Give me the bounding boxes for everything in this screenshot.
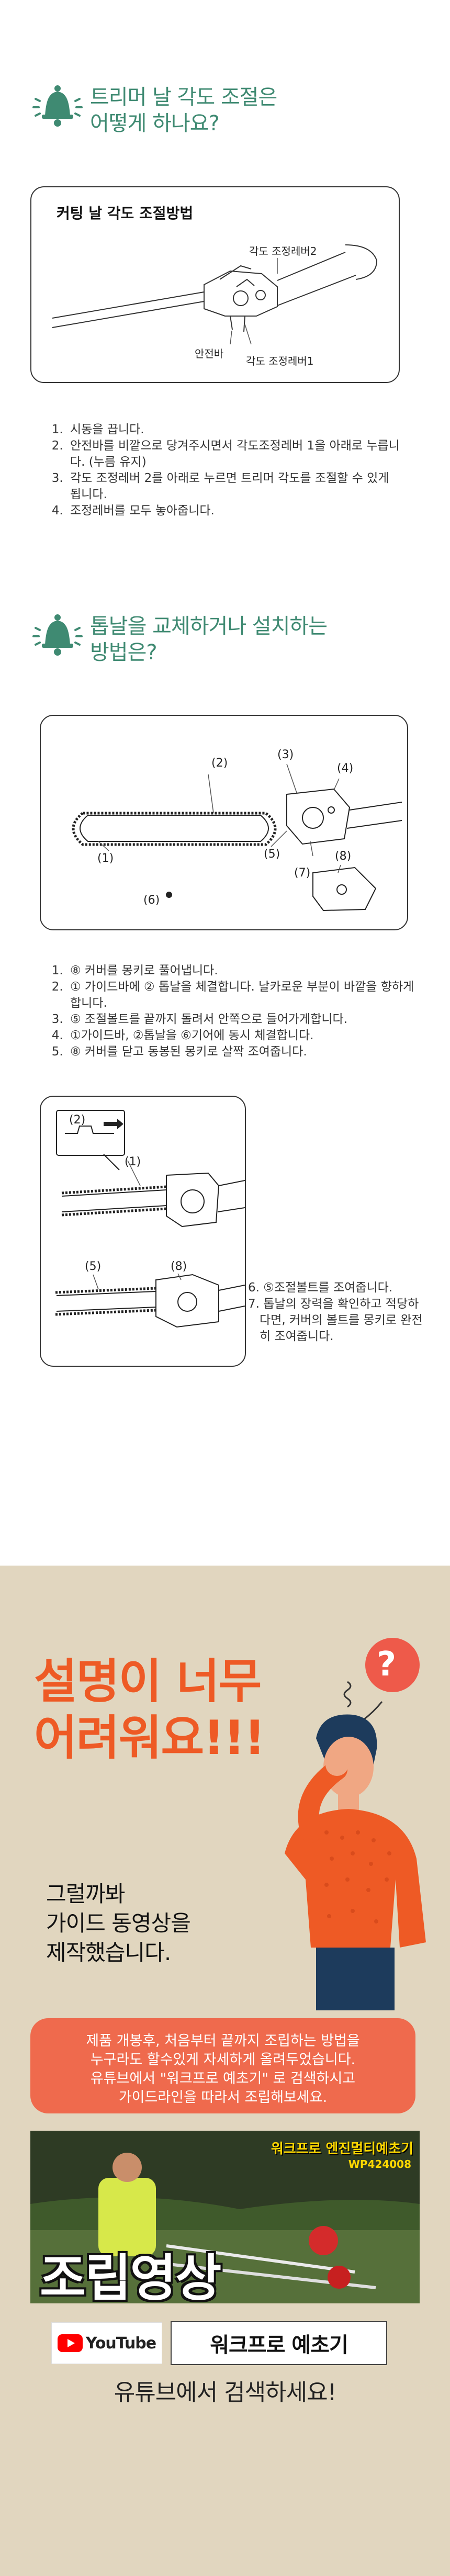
label-adjust-bolt: (5): [264, 848, 280, 861]
label-angle-lever-1: 각도 조정레버1: [246, 355, 314, 367]
step-item: 조정레버를 모두 놓아줍니다.: [67, 503, 402, 519]
label-safety-bar: 안전바: [195, 347, 224, 360]
promo-title-line2: 어려워요!!!: [34, 1711, 265, 1765]
chain-install-illustration: [72, 763, 402, 912]
video-brand-label: 워크프로 엔진멀티예초기: [271, 2141, 413, 2157]
section2-title: 톱날을 교체하거나 설치하는 방법은?: [90, 613, 328, 666]
chain-tension-diagram-box: (2) (1) (5) (8): [40, 1096, 246, 1367]
step-item: ⑧ 커버를 몽키로 풀어냅니다.: [67, 963, 423, 979]
youtube-play-icon: [57, 2334, 83, 2352]
label-chain: (2): [211, 757, 228, 770]
section1-title-line1: 트리머 날 각도 조절은: [90, 85, 277, 109]
step-item: ⑤ 조절볼트를 끝까지 돌려서 안쪽으로 들어가게합니다.: [67, 1011, 423, 1028]
angle-adjust-illustration: [52, 244, 378, 345]
label-part-3: (3): [277, 748, 294, 761]
promo-sub-line2: 가이드 동영상을: [46, 1910, 191, 1936]
notice-line: 유튜브에서 "워크프로 예초기" 로 검색하시고: [90, 2071, 356, 2087]
promo-title-line1: 설명이 너무: [34, 1654, 262, 1709]
label-guide-bar: (1): [125, 1155, 141, 1168]
angle-adjust-box-title: 커팅 날 각도 조절방법: [57, 205, 194, 222]
angle-adjust-diagram-box: 커팅 날 각도 조절방법 각도 조정레버2 안전바 각도 조정레버1: [30, 186, 400, 383]
step-item: 시동을 끕니다.: [67, 422, 402, 438]
bell-icon: [32, 85, 83, 127]
chain-install-diagram-box: (2) (3) (4) (5) (1) (7) (8) (6): [40, 715, 408, 930]
section2-steps-b: 6. ⑤조절볼트를 조여줍니다. 7. 톱날의 장력을 확인하고 적당하다면, …: [248, 1280, 426, 1345]
notice-line: 가이드라인을 따라서 조립해보세요.: [118, 2089, 328, 2106]
promo-notice-box: 제품 개봉후, 처음부터 끝까지 조립하는 방법을 누구라도 할수있게 자세하게…: [30, 2018, 415, 2113]
youtube-logo-text: YouTube: [85, 2334, 156, 2353]
step-item: 7. 톱날의 장력을 확인하고 적당하다면, 커버의 볼트를 몽키로 완전히 조…: [248, 1297, 423, 1343]
section2-header: 톱날을 교체하거나 설치하는 방법은?: [31, 610, 328, 666]
section2-steps: ⑧ 커버를 몽키로 풀어냅니다. ① 가이드바에 ② 톱날을 체결합니다. 날카…: [46, 963, 423, 1060]
notice-line: 누구라도 할수있게 자세하게 올려두었습니다.: [90, 2052, 356, 2068]
assembly-video-thumbnail[interactable]: 워크프로 엔진멀티예초기 WP424008 조립영상: [30, 2131, 420, 2303]
step-item: 각도 조정레버 2를 아래로 누르면 트리머 각도를 조절할 수 있게 됩니다.: [67, 470, 402, 503]
bell-icon: [32, 614, 83, 656]
label-adjust-bolt: (5): [85, 1260, 102, 1273]
youtube-logo[interactable]: YouTube: [51, 2322, 162, 2364]
notice-line: 제품 개봉후, 처음부터 끝까지 조립하는 방법을: [86, 2033, 360, 2049]
youtube-channel-row: YouTube 워크프로 예초기: [51, 2321, 387, 2365]
question-bubble: [365, 1638, 420, 1692]
label-angle-lever-2: 각도 조정레버2: [249, 245, 317, 257]
video-thumbnail-image: [30, 2131, 420, 2303]
label-gear: (6): [143, 894, 160, 907]
chain-tension-illustration: [55, 1110, 245, 1328]
label-chain: (2): [69, 1113, 86, 1127]
video-model-label: WP424008: [348, 2158, 411, 2170]
step-item: 안전바를 비깥으로 당겨주시면서 각도조정레버 1을 아래로 누릅니다. (누름…: [67, 438, 402, 470]
channel-name-search-box[interactable]: 워크프로 예초기: [171, 2321, 387, 2365]
question-mark: ?: [377, 1645, 397, 1684]
promo-sub-line3: 제작했습니다.: [46, 1940, 171, 1965]
step-item: 6. ⑤조절볼트를 조여줍니다.: [248, 1281, 393, 1295]
step-item: ⑧ 커버를 닫고 동봉된 몽키로 살짝 조여줍니다.: [67, 1044, 423, 1060]
label-guide-bar: (1): [97, 852, 114, 865]
section1-title: 트리머 날 각도 조절은 어떻게 하나요?: [90, 84, 277, 137]
search-note: 유튜브에서 검색하세요!: [114, 2379, 336, 2406]
step-item: ①가이드바, ②톱날을 ⑥기어에 동시 체결합니다.: [67, 1028, 423, 1044]
label-part-4: (4): [337, 762, 354, 775]
confused-man-illustration: [285, 1638, 426, 2010]
section2-title-line1: 톱날을 교체하거나 설치하는: [90, 614, 328, 638]
step-item: ① 가이드바에 ② 톱날을 체결합니다. 날카로운 부분이 바깥을 향하게 합니…: [67, 979, 423, 1011]
label-part-7: (7): [294, 867, 311, 880]
section1-title-line2: 어떻게 하나요?: [90, 111, 220, 136]
promo-sub-line1: 그럴까봐: [46, 1881, 126, 1907]
label-cover: (8): [171, 1260, 187, 1273]
video-caption: 조립영상: [40, 2249, 221, 2303]
label-cover: (8): [335, 850, 352, 863]
section2-title-line2: 방법은?: [90, 640, 158, 665]
section1-header: 트리머 날 각도 조절은 어떻게 하나요?: [31, 81, 277, 137]
section1-steps: 시동을 끕니다. 안전바를 비깥으로 당겨주시면서 각도조정레버 1을 아래로 …: [46, 422, 402, 519]
